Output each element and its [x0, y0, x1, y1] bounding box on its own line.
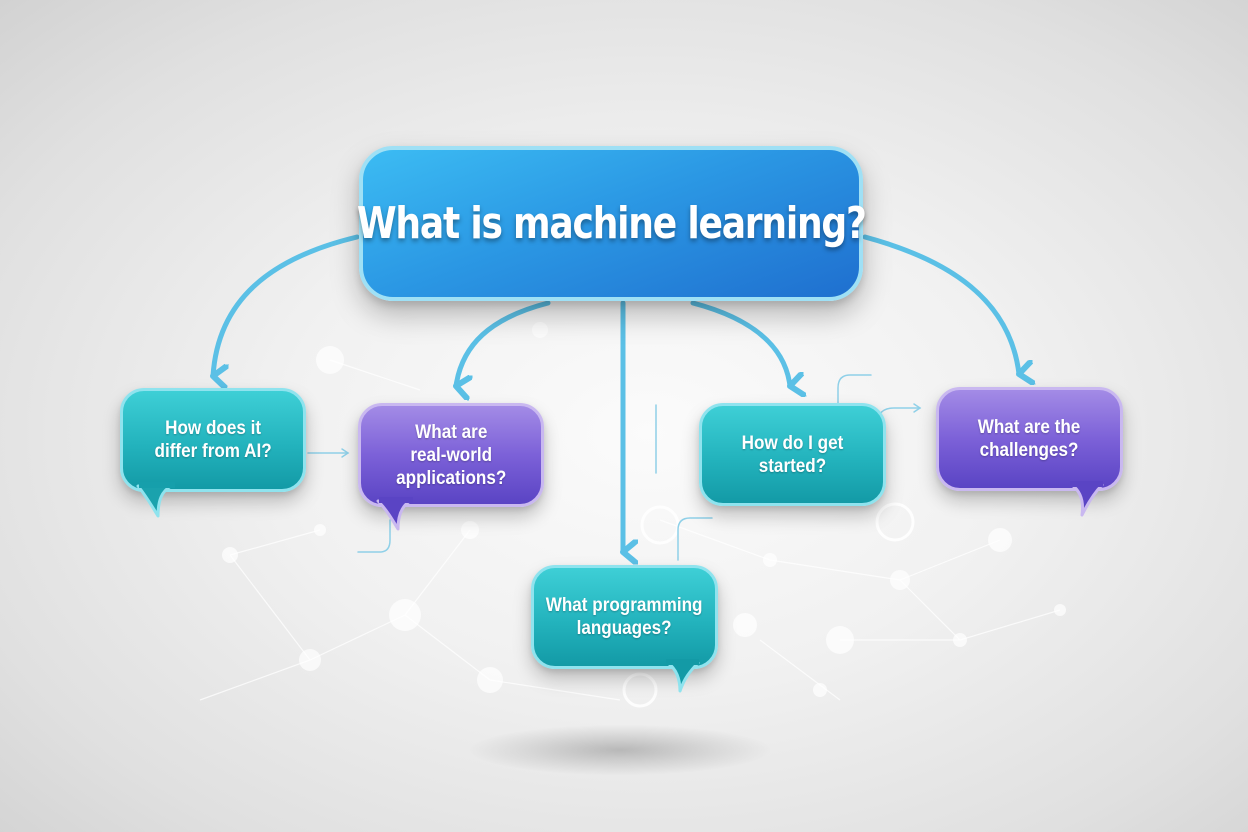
branch-challenges-text: What are the challenges? — [978, 417, 1081, 461]
speech-tail-applications — [376, 497, 413, 531]
branch-get-started[interactable]: How do I get started? — [699, 403, 886, 506]
connector-to-applications — [456, 300, 551, 386]
branch-challenges[interactable]: What are the challenges? — [936, 387, 1123, 491]
central-question-text: What is machine learning? — [356, 198, 867, 249]
branch-languages[interactable]: What programming languages? — [531, 565, 718, 669]
speech-tail-languages — [666, 659, 700, 693]
branch-differ-ai-text: How does it differ from AI? — [154, 418, 272, 462]
connector-to-differ-ai — [213, 234, 360, 376]
branch-languages-text: What programming languages? — [546, 595, 703, 639]
connector-to-challenges — [862, 234, 1019, 374]
connector-to-get-started — [690, 300, 790, 386]
branch-differ-ai[interactable]: How does it differ from AI? — [120, 388, 306, 492]
speech-tail-differ-ai — [136, 482, 175, 518]
branch-applications-text: What are real-world applications? — [395, 421, 507, 489]
branch-get-started-text: How do I get started? — [741, 432, 844, 477]
branch-applications[interactable]: What are real-world applications? — [358, 403, 544, 507]
central-question-node[interactable]: What is machine learning? — [356, 146, 867, 301]
speech-tail-challenges — [1070, 481, 1104, 517]
floor-shadow — [470, 725, 770, 775]
